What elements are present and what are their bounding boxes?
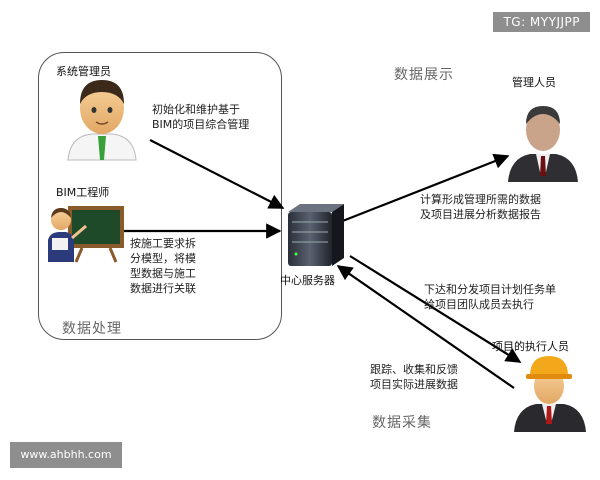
watermark-top-badge: TG: MYYJJPP	[493, 12, 590, 32]
section-processing: 数据处理	[62, 321, 122, 337]
role-executor: 项目的执行人员	[492, 340, 569, 353]
role-manager: 管理人员	[512, 76, 556, 89]
arrow-server-to-executor	[349, 255, 522, 363]
annotation-display-task: 计算形成管理所需的数据及项目进展分析数据报告	[420, 193, 541, 221]
annotation-bim-task: 按施工要求拆分模型，将模 型数据与施工数据进行关联	[130, 237, 196, 295]
system-admin-icon	[67, 80, 137, 161]
section-display: 数据展示	[394, 67, 454, 83]
role-bim-engineer: BIM工程师	[56, 186, 110, 199]
section-collection: 数据采集	[372, 415, 432, 431]
annotation-dispatch-task: 下达和分发项目计划任务单给项目团队成员去执行	[424, 283, 556, 311]
role-system-admin: 系统管理员	[56, 65, 111, 78]
arrow-executor-to-server	[336, 265, 515, 389]
bim-engineer-icon	[48, 206, 124, 263]
role-server: 中心服务器	[280, 274, 335, 287]
project-executor-icon	[514, 356, 586, 432]
annotation-feedback-task: 跟踪、收集和反馈项目实际进展数据	[370, 363, 458, 391]
arrow-admin-to-server	[149, 139, 285, 209]
watermark-bottom-badge: www.ahbhh.com	[10, 442, 122, 468]
server-icon	[288, 204, 344, 266]
arrow-server-to-manager	[339, 153, 510, 224]
manager-icon	[508, 106, 578, 182]
